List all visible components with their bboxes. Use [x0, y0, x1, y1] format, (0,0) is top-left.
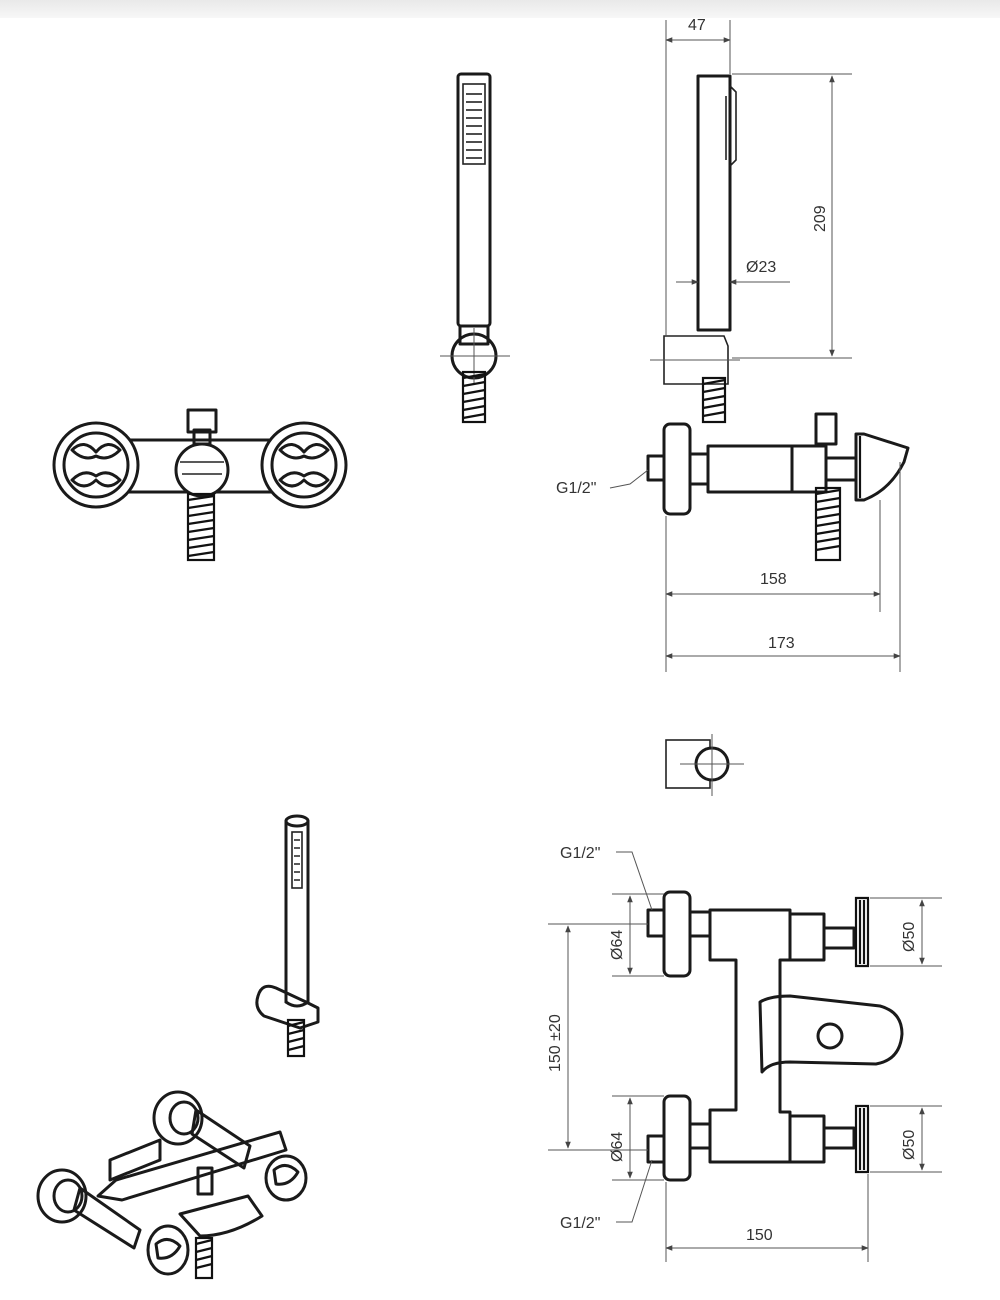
dim-plan-depth: 150	[746, 1227, 773, 1244]
dim-inlet-thread-side: G1/2"	[556, 480, 596, 497]
browser-top-strip	[0, 0, 1000, 18]
wall-bracket-detail	[665, 734, 744, 796]
dim-handle-diameter-top: Ø50	[901, 922, 918, 952]
dim-top-width: 47	[688, 17, 706, 34]
mixer-side-view: G1/2" 158 173	[556, 412, 910, 672]
mixer-iso-view	[36, 1090, 308, 1280]
handshower-front-view	[440, 72, 510, 424]
mixer-front-view	[52, 408, 348, 562]
dim-flange-diameter-top: Ø64	[609, 930, 626, 960]
dim-handshower-diameter: Ø23	[746, 259, 776, 276]
dim-centres: 150 ±20	[547, 1014, 564, 1072]
dim-flange-diameter-bottom: Ø64	[609, 1132, 626, 1162]
dim-inlet-thread-top: G1/2"	[560, 845, 600, 862]
dim-depth-total: 173	[768, 635, 795, 652]
dim-handle-diameter-bottom: Ø50	[901, 1130, 918, 1160]
dim-depth-spout: 158	[760, 571, 787, 588]
mixer-plan-view: G1/2" G1/2" Ø64 Ø64 150 ±20 Ø50 Ø50 150	[547, 845, 942, 1262]
dim-inlet-thread-bottom: G1/2"	[560, 1215, 600, 1232]
handshower-side-view: 47 209 Ø23	[650, 17, 852, 424]
handshower-iso-view	[255, 814, 320, 1058]
dim-handshower-length: 209	[812, 205, 829, 232]
